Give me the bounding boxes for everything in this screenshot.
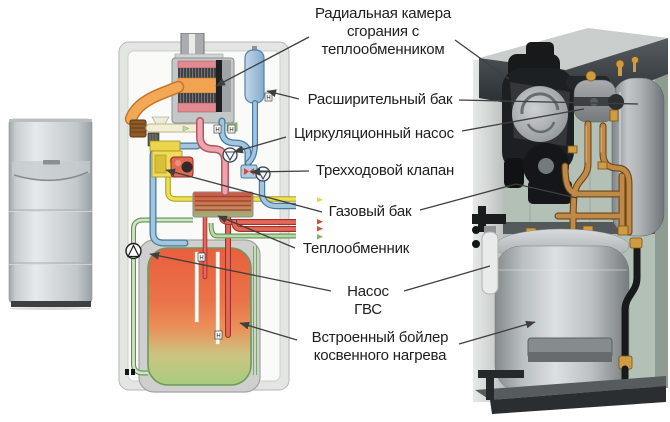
dip-tube — [215, 251, 220, 345]
filter-cylinder — [472, 206, 506, 295]
label-indirect-boiler: Встроенный бойлер косвенного нагрева — [311, 329, 449, 364]
boiler-internals-photo — [472, 28, 668, 414]
three-way-valve-symbol — [240, 164, 258, 179]
svg-text:H: H — [266, 96, 270, 102]
svg-text:H: H — [229, 128, 233, 134]
air-intake-duct — [124, 80, 185, 126]
isolation-valve — [125, 369, 135, 375]
panel-shade — [12, 161, 90, 181]
brand-logo — [43, 160, 60, 165]
label-expansion-tank: Расширительный бак — [307, 91, 453, 108]
cabinet-base — [475, 370, 666, 414]
panel-swoosh-seam — [13, 171, 89, 182]
control-knob — [129, 119, 147, 138]
dip-tube — [194, 251, 199, 323]
boiler-schematic: H H H H H — [118, 33, 323, 393]
label-dhw-pump: Насос ГВС — [347, 283, 389, 318]
dhw-pump-symbol — [125, 242, 142, 260]
circulation-pump-symbol — [222, 147, 238, 163]
expansion-tank-symbol — [244, 46, 265, 104]
svg-text:H: H — [216, 334, 220, 340]
label-gas-tank: Газовый бак — [328, 203, 412, 220]
svg-text:H: H — [215, 128, 219, 134]
label-heat-exchanger: Теплообменник — [302, 240, 410, 257]
indirect-boiler-tank — [138, 239, 261, 393]
boiler-base — [11, 301, 91, 307]
svg-text:H: H — [199, 256, 203, 262]
label-three-way-valve: Трехходовой клапан — [315, 162, 455, 179]
label-circulation-pump: Циркуляционный насос — [294, 125, 454, 142]
burner-fan-unit — [170, 156, 194, 178]
secondary-pump-symbol — [255, 166, 271, 182]
bottom-manifold — [527, 337, 613, 362]
plate-heat-exchanger — [192, 191, 254, 218]
boiler-front-panel — [8, 118, 93, 310]
boiler-exterior-photo — [8, 118, 93, 310]
label-combustion-chamber: Радиальная камера сгорания с теплообменн… — [315, 5, 451, 58]
